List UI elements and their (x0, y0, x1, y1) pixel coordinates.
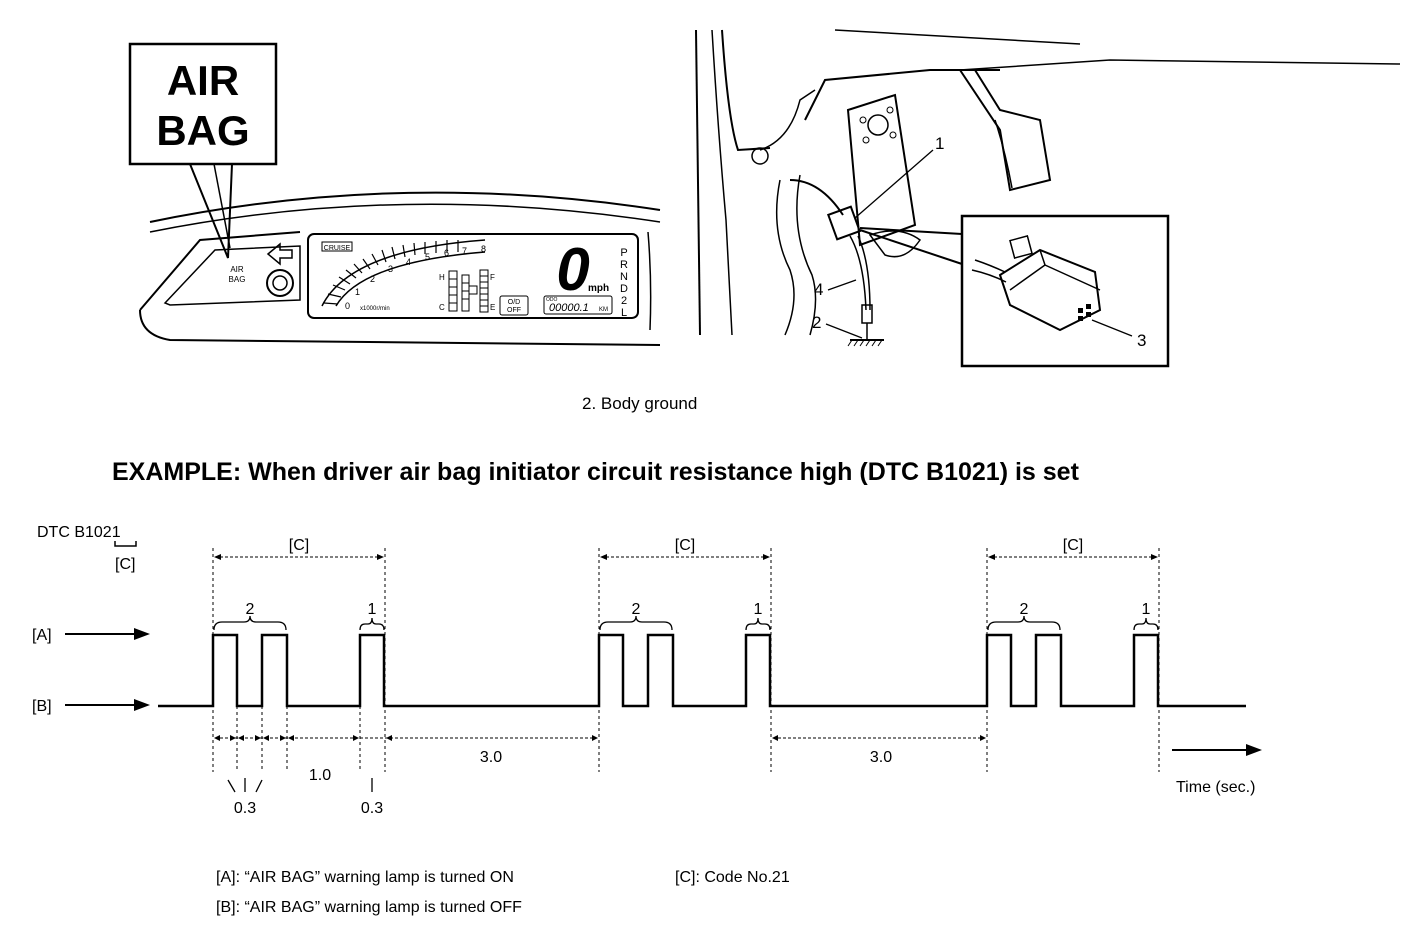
turn-arrow-icon (266, 242, 293, 266)
callout-4: 4 (814, 280, 823, 299)
gear-n: N (620, 271, 628, 283)
ground-symbol-icon (847, 339, 884, 347)
temp-h: H (439, 273, 445, 282)
legend-c: [C]: Code No.21 (675, 869, 790, 886)
row-b-label: [B] (32, 698, 52, 715)
legend: [A]: “AIR BAG” warning lamp is turned ON… (216, 869, 790, 916)
pedal-bracket (846, 93, 917, 247)
brake-pedal (959, 69, 1052, 192)
wire-harness (775, 179, 795, 336)
pulse-width-pointers (227, 778, 373, 793)
tach-tick-5: 5 (425, 252, 430, 262)
speed-digit: 0 (556, 236, 589, 303)
tach-tick-2: 2 (370, 274, 375, 284)
lamp-signal-waveform (158, 633, 1246, 708)
code-group-label-3: [C] (1063, 537, 1083, 554)
odometer-unit: KM (599, 307, 608, 313)
callout-1: 1 (935, 134, 944, 153)
units-digit-label-2: 1 (754, 601, 763, 618)
timing-diagram: DTC B1021 [C] [A] [B] (32, 524, 1262, 817)
code-group-label-1: [C] (289, 537, 309, 554)
connector-closeup (971, 235, 1102, 332)
legend-a: [A]: “AIR BAG” warning lamp is turned ON (216, 869, 514, 886)
pulse-width-label-1: 0.3 (234, 800, 256, 817)
airbag-callout-pointer (189, 163, 233, 259)
fuel-pump-icon (468, 285, 478, 295)
tach-tick-3: 3 (388, 264, 393, 274)
time-axis-label: Time (sec.) (1176, 779, 1255, 796)
tach-tick-4: 4 (406, 257, 411, 267)
callout-2: 2 (812, 313, 821, 332)
dtc-label: DTC B1021 (37, 524, 121, 541)
diagnosis-connector (826, 205, 862, 241)
pulse-count-braces (213, 615, 1159, 631)
airbag-callout-box (128, 42, 278, 166)
cluster-display-panel (307, 233, 639, 319)
svg-text:OFF: OFF (507, 307, 521, 314)
pause-duration-label-1: 3.0 (480, 749, 502, 766)
temp-c: C (439, 303, 445, 312)
body-ground-caption: 2. Body ground (582, 394, 697, 413)
tach-tick-7: 7 (462, 246, 467, 256)
callout-3: 3 (1137, 331, 1146, 350)
connector-location-illustration: 1 2 3 4 (695, 29, 1401, 368)
dtc-sub-label: [C] (115, 556, 135, 573)
timing-guide-lines (212, 548, 1160, 772)
trip-knob-icon (266, 269, 294, 297)
row-b-arrow (65, 699, 150, 711)
time-axis-arrow (1172, 744, 1262, 756)
connector-inset-box (960, 214, 1170, 368)
digit-gap-duration-label: 1.0 (309, 767, 331, 784)
tens-digit-label-3: 2 (1020, 601, 1029, 618)
airbag-callout-line1: AIR (167, 57, 239, 104)
example-title: EXAMPLE: When driver air bag initiator c… (112, 458, 1080, 486)
temp-gauge-bars (448, 270, 470, 312)
code-group-label-2: [C] (675, 537, 695, 554)
od-off-indicator (499, 295, 529, 316)
fuel-gauge-bars (479, 269, 489, 313)
tach-tick-8: 8 (481, 244, 486, 254)
airbag-callout-line2: BAG (156, 107, 249, 154)
dtc-code-bracket (114, 541, 137, 547)
pause-duration-label-2: 3.0 (870, 749, 892, 766)
pulse-width-label-2: 0.3 (361, 800, 383, 817)
airbag-lamp-label-line2: BAG (229, 275, 246, 284)
cruise-indicator: CRUISE (324, 245, 351, 252)
row-a-arrow (65, 628, 150, 640)
tachometer-hatching (323, 240, 459, 305)
dashboard-bottom-edge (139, 309, 661, 346)
gear-p: P (620, 247, 627, 259)
tach-unit: x1000r/min (360, 306, 390, 312)
units-digit-label-1: 1 (368, 601, 377, 618)
instrument-cluster-illustration: AIR BAG AIR BAG CRUISE (128, 42, 661, 346)
odometer-box (543, 295, 613, 315)
tens-digit-label-2: 2 (632, 601, 641, 618)
speed-unit: mph (588, 283, 609, 294)
fuel-e: E (490, 303, 495, 312)
fuel-f: F (490, 273, 495, 282)
gear-l: L (621, 307, 627, 319)
tach-tick-0: 0 (345, 301, 350, 311)
legend-b: [B]: “AIR BAG” warning lamp is turned OF… (216, 899, 522, 916)
tach-tick-6: 6 (444, 248, 449, 258)
svg-text:ODO: ODO (546, 297, 558, 303)
service-wire (849, 235, 867, 311)
svg-text:O/D: O/D (508, 299, 520, 306)
gear-r: R (620, 259, 628, 271)
gear-d: D (620, 283, 628, 295)
row-a-label: [A] (32, 627, 52, 644)
tens-digit-label-1: 2 (246, 601, 255, 618)
dashboard-top-edge (149, 191, 661, 223)
airbag-lamp-label-line1: AIR (230, 265, 244, 274)
odometer-value: 00000.1 (549, 302, 589, 314)
gear-2: 2 (621, 295, 627, 307)
units-digit-label-3: 1 (1142, 601, 1151, 618)
tach-tick-1: 1 (355, 287, 360, 297)
